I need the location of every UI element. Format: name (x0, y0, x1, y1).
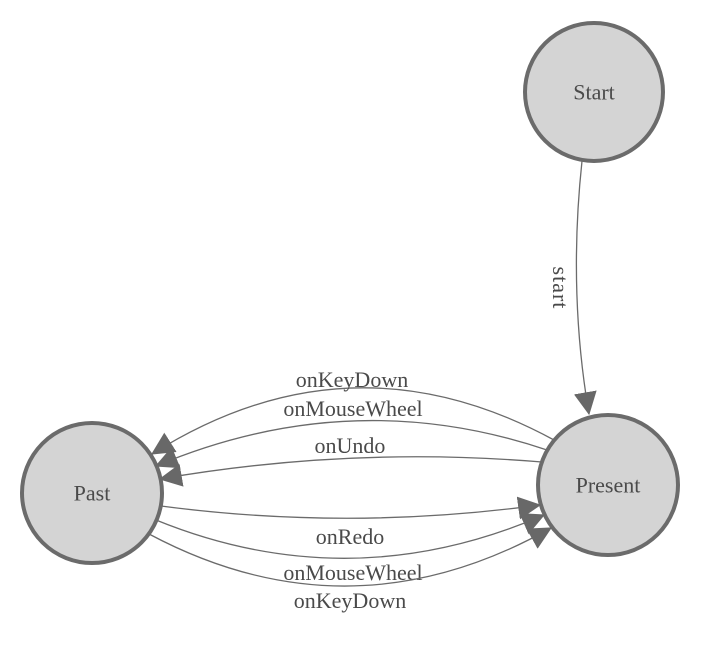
edge-past-to-present-onkeydown[interactable] (148, 527, 553, 587)
edge-label-past-to-present-onredo: onRedo (316, 524, 384, 549)
state-node-label-present: Present (576, 472, 641, 497)
edge-past-to-present-onmousewheel[interactable] (155, 513, 546, 559)
edge-label-present-to-past-onmousewheel: onMouseWheel (283, 396, 422, 421)
edge-present-to-past-onmousewheel[interactable] (154, 419, 548, 469)
state-node-label-past: Past (74, 480, 111, 505)
edge-label-start-to-present: start (548, 267, 573, 310)
state-node-past[interactable] (20, 421, 164, 565)
edge-present-to-past-onundo[interactable] (158, 456, 543, 487)
edge-label-past-to-present-onkeydown: onKeyDown (294, 588, 406, 613)
state-node-start[interactable] (523, 21, 665, 163)
edges-layer: start onKeyDown onMouseWheel onUndo onRedo on… (148, 160, 597, 613)
edge-label-present-to-past-onkeydown: onKeyDown (296, 367, 408, 392)
edge-label-present-to-past-onundo: onUndo (315, 433, 386, 458)
state-node-present[interactable] (536, 413, 680, 557)
edge-present-to-past-onkeydown[interactable] (151, 387, 555, 455)
edge-start-to-present[interactable] (573, 160, 597, 416)
edge-past-to-present-onredo[interactable] (160, 496, 542, 520)
edge-label-past-to-present-onmousewheel: onMouseWheel (283, 560, 422, 585)
state-node-label-start: Start (573, 79, 615, 104)
